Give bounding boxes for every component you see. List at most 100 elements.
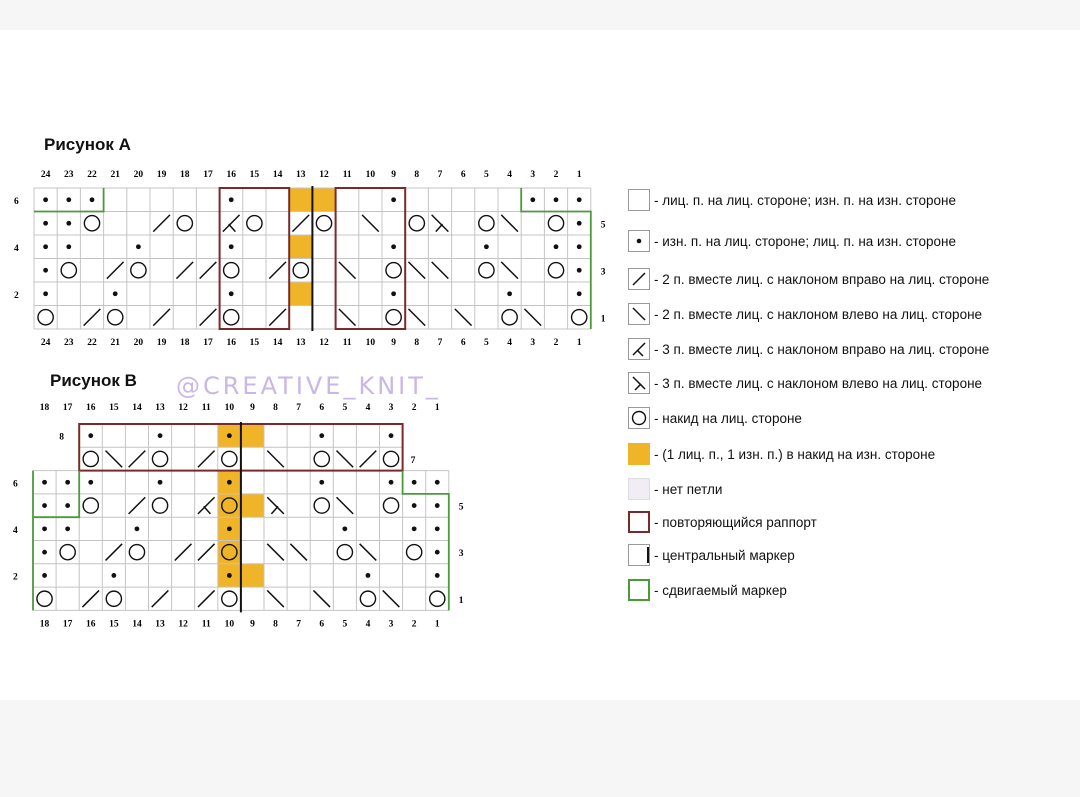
column-number: 15 (109, 619, 119, 629)
yarn-over-icon (385, 308, 402, 326)
purl-dot-icon (43, 220, 48, 226)
column-number: 18 (180, 170, 190, 180)
purl-dot-icon (88, 433, 94, 439)
purl-dot-icon (553, 244, 559, 250)
k2tog-left-icon (359, 543, 377, 561)
yarn-over-icon (428, 590, 446, 608)
column-number: 7 (438, 170, 443, 180)
blank-icon (628, 189, 650, 211)
purl-dot-icon (388, 433, 394, 439)
purl-dot-icon (365, 573, 371, 578)
yarn-over-icon (105, 590, 123, 608)
column-number: 14 (273, 170, 283, 180)
purl-dot-icon (319, 433, 325, 439)
purl-dot-icon (434, 573, 440, 578)
k2tog-left-icon (523, 308, 542, 327)
column-number: 19 (157, 338, 167, 348)
yarn-over-icon (547, 214, 565, 232)
yarn-over-icon (128, 543, 146, 561)
column-number: 1 (435, 619, 440, 629)
k2tog-left-icon (289, 543, 308, 561)
legend-item-no-stitch: - нет петли (628, 477, 722, 501)
purl-dot-icon (226, 526, 232, 532)
purl-dot-icon (553, 197, 559, 203)
purl-dot-icon (434, 526, 440, 532)
yarn-over-icon (176, 214, 194, 232)
legend-text: - (1 лиц. п., 1 изн. п.) в накид на изн.… (654, 446, 936, 462)
column-number: 2 (412, 619, 417, 629)
k2tog-left-icon (382, 589, 400, 608)
purl-dot-icon (65, 526, 71, 532)
purl-dot-icon (65, 503, 71, 508)
column-number: 3 (389, 619, 394, 629)
yellow-cell (312, 188, 336, 212)
column-number: 2 (554, 170, 559, 180)
legend-item-center: - центральный маркер (628, 543, 795, 567)
legend-item-k3-right: - 3 п. вместе лиц. с наклоном вправо на … (628, 337, 989, 361)
purl-dot-icon (411, 503, 417, 508)
purl-dot-icon (134, 526, 140, 532)
k3tog-right-stroke (228, 223, 236, 233)
k2tog-right-icon (199, 308, 217, 327)
column-number: 12 (319, 338, 329, 348)
column-number: 16 (226, 170, 236, 180)
purl-dot-icon (484, 244, 489, 250)
shift-marker-right (401, 470, 450, 611)
yellow-cell (289, 282, 313, 306)
legend-text: - накид на лиц. стороне (654, 410, 802, 426)
purl-dot-icon (342, 526, 348, 532)
k2tog-right-icon (83, 308, 101, 327)
column-number: 15 (109, 403, 119, 413)
legend-item-backslash: - 2 п. вместе лиц. с наклоном влево на л… (628, 302, 982, 326)
legend-text: - сдвигаемый маркер (654, 582, 787, 598)
column-number: 24 (41, 170, 51, 180)
column-number: 22 (87, 170, 97, 180)
column-number: 12 (319, 170, 329, 180)
chart-b: 1818171716161515141413131212111110109988… (13, 403, 464, 629)
column-number: 14 (132, 619, 142, 629)
row-number: 3 (601, 267, 606, 277)
purl-dot-icon (88, 479, 94, 485)
row-number: 1 (459, 596, 464, 606)
column-number: 5 (342, 403, 347, 413)
legend-item-repeat: - повторяющийся раппорт (628, 510, 817, 534)
column-number: 20 (134, 338, 144, 348)
k2tog-right-icon (152, 214, 171, 233)
column-number: 6 (461, 338, 466, 348)
column-number: 17 (63, 403, 73, 413)
purl-dot-icon (42, 479, 47, 485)
legend-text: - лиц. п. на лиц. стороне; изн. п. на из… (654, 192, 957, 208)
legend-text: - изн. п. на лиц. стороне; лиц. п. на из… (654, 233, 957, 249)
row-number: 7 (411, 456, 416, 466)
column-number: 17 (203, 338, 213, 348)
center-icon (628, 544, 650, 566)
yarn-over-icon (315, 214, 333, 232)
purl-dot-icon (228, 244, 234, 250)
purl-dot-icon (112, 291, 118, 297)
column-number: 11 (343, 170, 352, 180)
purl-dot-icon (576, 197, 582, 203)
legend-item-shift: - сдвигаемый маркер (628, 578, 787, 602)
k2tog-right-icon (175, 261, 194, 280)
yarn-over-icon (313, 497, 331, 514)
purl-dot-icon (576, 220, 582, 226)
row-number: 5 (601, 220, 606, 230)
yarn-over-icon (570, 308, 588, 326)
yarn-over-icon (246, 214, 263, 232)
legend-text: - 3 п. вместе лиц. с наклоном вправо на … (654, 341, 990, 357)
purl-dot-icon (226, 479, 232, 485)
column-number: 10 (366, 170, 376, 180)
k2tog-left-icon (500, 261, 519, 280)
k2tog-right-icon (128, 450, 146, 468)
column-number: 11 (202, 619, 211, 629)
column-number: 1 (435, 403, 440, 413)
yarn-over-icon (82, 497, 100, 514)
legend-item-yo: - накид на лиц. стороне (628, 406, 802, 430)
chart-a: 2424232322222121202019191818171716161515… (14, 170, 606, 348)
k3tog-right-icon (197, 496, 216, 515)
legend-text: - нет петли (654, 481, 723, 497)
shift-marker-left (34, 188, 105, 213)
row-number: 4 (14, 244, 19, 254)
column-number: 18 (40, 403, 50, 413)
purl-dot-icon (89, 197, 95, 203)
